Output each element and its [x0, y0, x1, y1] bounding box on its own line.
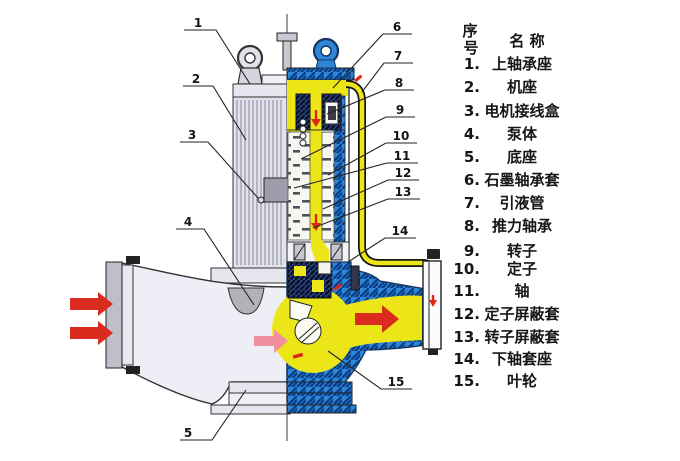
legend-item-num: 1. [464, 55, 480, 73]
motor-top-cap [232, 83, 288, 98]
legend-item-num: 3. [464, 102, 480, 120]
callout-15: 15 [388, 375, 405, 389]
stator-laminations [321, 131, 335, 241]
pump-body-exterior [105, 256, 291, 415]
legend-item-num: 14. [453, 350, 480, 368]
legend-row: 2. 机座 [464, 78, 537, 96]
legend-row: 1. 上轴承座 [464, 55, 552, 73]
legend-row: 8. 推力轴承 [464, 217, 552, 235]
callout-numbers: 1 2 3 4 5 6 7 8 9 10 11 12 13 14 15 [184, 16, 412, 440]
motor-terminal-box [263, 177, 290, 203]
legend-row: 13. 转子屏蔽套 [453, 328, 560, 346]
legend-row: 15. 叶轮 [453, 372, 537, 390]
lifting-eyebolt-blue [312, 37, 340, 69]
legend-item-num: 2. [464, 78, 480, 96]
legend-item-name: 定子 [507, 260, 537, 278]
legend-item-name: 底座 [507, 148, 537, 166]
motor-bottom-flange [210, 267, 288, 284]
callout-14: 14 [392, 224, 409, 238]
legend-item-name: 转子 [507, 242, 537, 260]
legend-item-num: 11. [453, 282, 480, 300]
casing-top-cap-section [286, 67, 355, 81]
legend-row: 12. 定子屏蔽套 [453, 305, 560, 323]
suction-flow-arrow-bottom [70, 321, 113, 345]
legend-header-xuhao-top: 序 [462, 22, 477, 40]
legend-row: 3. 电机接线盒 [464, 102, 561, 120]
legend-row: 14. 下轴套座 [453, 350, 552, 368]
motor-exterior [210, 44, 290, 284]
legend-row: 4. 泵体 [464, 125, 538, 143]
legend-item-name: 电机接线盒 [484, 102, 560, 120]
legend-item-name: 泵体 [507, 125, 538, 143]
callout-3: 3 [188, 128, 196, 142]
legend-item-name: 叶轮 [507, 372, 537, 390]
pipe-fitting [427, 249, 440, 259]
callout-6: 6 [393, 20, 401, 34]
legend-row: 10. 定子 [453, 260, 537, 278]
internal-flow-arrow-pink [254, 329, 288, 353]
legend-item-num: 6. [464, 171, 480, 189]
suction-neck [121, 264, 134, 366]
legend-item-name: 引液管 [499, 194, 544, 212]
legend-item-name: 石墨轴承套 [483, 171, 560, 189]
callout-2: 2 [192, 72, 200, 86]
legend-rows: 1. 上轴承座 2. 机座 3. 电机接线盒 4. 泵体 5. 底座 6. 石墨… [453, 55, 560, 390]
legend-item-num: 9. [464, 242, 480, 260]
base-section [286, 381, 357, 414]
legend-row: 7. 引液管 [464, 194, 545, 212]
flange-bolt-top [126, 256, 140, 264]
legend-row: 11. 轴 [453, 282, 529, 300]
volute-stud-bolt [350, 265, 360, 291]
bearing-spring-coil [299, 118, 307, 126]
flow-marks-red [292, 74, 437, 359]
callout-4: 4 [184, 215, 192, 229]
liquid-elbow [311, 240, 329, 262]
lower-bearing-seat-assembly [287, 261, 332, 299]
legend-item-num: 12. [453, 305, 480, 323]
legend-item-name: 推力轴承 [492, 217, 552, 235]
callout-13: 13 [395, 185, 412, 199]
legend-item-num: 10. [453, 260, 480, 278]
terminal-box-leader-dot [257, 196, 265, 204]
callout-7: 7 [394, 49, 402, 63]
legend-item-name: 机座 [507, 78, 537, 96]
legend-item-num: 7. [464, 194, 480, 212]
discharge-flange [422, 260, 442, 355]
legend-row: 9. 转子 [464, 242, 537, 260]
lifting-eyebolt-grey [236, 44, 264, 85]
casing-notch [227, 287, 265, 315]
legend-row: 6. 石墨轴承套 [464, 171, 561, 189]
rotor-laminations [287, 131, 311, 241]
callout-11: 11 [394, 149, 411, 163]
legend-header: 序 号 名 称 [462, 22, 544, 57]
suction-flow-arrow-top [70, 292, 113, 316]
legend-row: 5. 底座 [464, 148, 537, 166]
legend-item-num: 13. [453, 328, 480, 346]
legend-item-name: 上轴承座 [492, 55, 552, 73]
legend-header-mingcheng: 名 称 [509, 32, 544, 50]
legend-item-name: 定子屏蔽套 [484, 305, 560, 323]
legend: 序 号 名 称 1. 上轴承座 2. 机座 3. 电机接线盒 4. 泵体 5. [453, 22, 560, 390]
legend-item-name: 转子屏蔽套 [484, 328, 560, 346]
legend-item-num: 4. [464, 125, 480, 143]
thrust-and-graphite-bearing-assembly [295, 93, 342, 147]
flange-bolt-bottom [126, 366, 140, 374]
callout-8: 8 [395, 76, 403, 90]
callout-1: 1 [194, 16, 202, 30]
legend-header-xuhao-bottom: 号 [463, 39, 478, 57]
callout-leaders [176, 29, 420, 441]
callout-12: 12 [395, 166, 412, 180]
callout-9: 9 [396, 103, 404, 117]
legend-item-num: 15. [453, 372, 480, 390]
impeller [289, 299, 322, 345]
callout-5: 5 [184, 426, 192, 440]
legend-item-num: 5. [464, 148, 480, 166]
suction-flange [105, 261, 123, 369]
legend-item-name: 下轴套座 [492, 350, 552, 368]
discharge-flow-arrow [355, 305, 399, 333]
callout-10: 10 [393, 129, 410, 143]
legend-item-num: 8. [464, 217, 480, 235]
legend-item-name: 轴 [514, 282, 529, 300]
